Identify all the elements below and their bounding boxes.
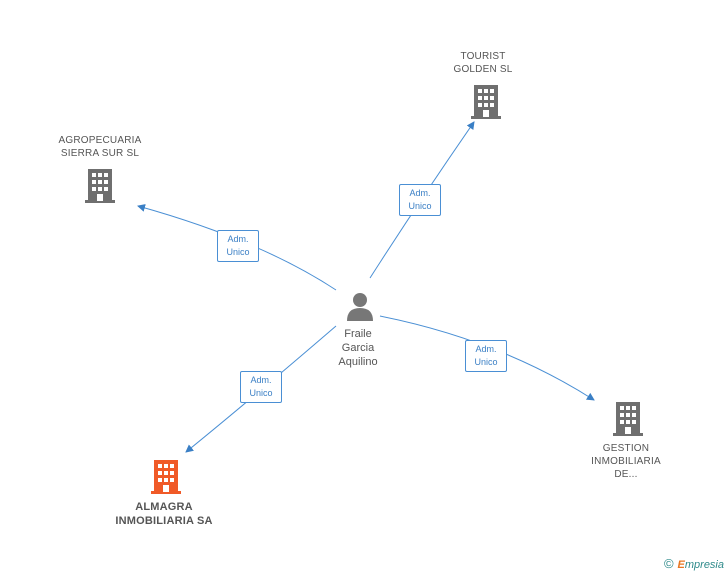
building-icon[interactable] — [471, 85, 501, 119]
edge-label-agro[interactable]: Adm. Unico — [217, 230, 259, 262]
person-icon[interactable] — [345, 291, 375, 321]
person-name[interactable]: Fraile Garcia Aquilino — [338, 328, 378, 368]
company-node-agro[interactable]: AGROPECUARIA SIERRA SUR SL — [40, 134, 160, 160]
company-label: ALMAGRA INMOBILIARIA SA — [115, 501, 213, 527]
building-icon-highlighted[interactable] — [151, 460, 181, 494]
company-node-tourist[interactable]: TOURIST GOLDEN SL — [433, 50, 533, 76]
company-node-almagra[interactable]: ALMAGRA INMOBILIARIA SA — [104, 500, 224, 528]
edge-label-almagra[interactable]: Adm. Unico — [240, 371, 282, 403]
company-label: TOURIST GOLDEN SL — [453, 51, 513, 75]
company-node-gestion[interactable]: GESTION INMOBILIARIA DE... — [576, 442, 676, 481]
copyright-icon: © — [663, 556, 674, 571]
empresia-credit[interactable]: ©Empresia — [664, 556, 724, 571]
company-label: AGROPECUARIA SIERRA SUR SL — [58, 135, 142, 159]
brand-name: mpresia — [684, 559, 724, 571]
company-label: GESTION INMOBILIARIA DE... — [591, 443, 661, 480]
building-icon[interactable] — [85, 169, 115, 203]
brand-initial: E — [677, 559, 685, 571]
edge-label-gestion[interactable]: Adm. Unico — [465, 340, 507, 372]
edge-label-tourist[interactable]: Adm. Unico — [399, 184, 441, 216]
building-icon[interactable] — [613, 402, 643, 436]
